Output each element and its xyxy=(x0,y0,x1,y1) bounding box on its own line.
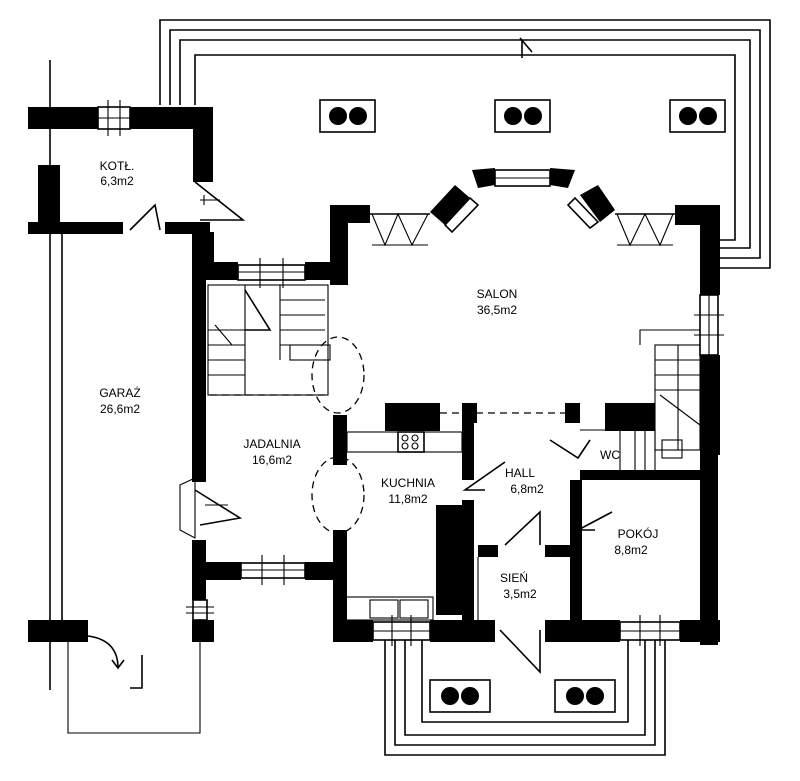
room-area-jadalnia: 16,6m2 xyxy=(252,453,292,467)
room-name-garaz: GARAŻ xyxy=(99,386,140,400)
porch-outline xyxy=(384,640,666,756)
room-area-kotl: 6,3m2 xyxy=(100,174,134,188)
stairs-right xyxy=(580,329,701,470)
room-area-hall: 6,8m2 xyxy=(510,482,544,496)
room-area-salon: 36,5m2 xyxy=(477,303,517,317)
room-name-kuchnia: KUCHNIA xyxy=(381,476,435,490)
terrace-outline xyxy=(159,19,771,269)
room-labels: KOTŁ. 6,3m2 GARAŻ 26,6m2 SALON 36,5m2 JA… xyxy=(99,159,658,601)
room-name-jadalnia: JADALNIA xyxy=(243,437,300,451)
stairs-left xyxy=(207,284,331,396)
room-area-sien: 3,5m2 xyxy=(503,587,537,601)
room-name-kotl: KOTŁ. xyxy=(100,159,135,173)
room-area-garaz: 26,6m2 xyxy=(100,402,140,416)
terrace-lamps xyxy=(319,99,726,713)
room-name-hall: HALL xyxy=(505,466,535,480)
room-name-wc: WC xyxy=(600,448,620,462)
room-area-pokoj: 8,8m2 xyxy=(614,543,648,557)
terrace-doors xyxy=(370,212,675,247)
partitions xyxy=(344,557,479,630)
room-name-salon: SALON xyxy=(477,287,518,301)
room-area-kuchnia: 11,8m2 xyxy=(388,492,427,506)
doors xyxy=(129,181,613,674)
garage-door xyxy=(67,632,201,734)
room-name-pokoj: POKÓJ xyxy=(618,526,659,541)
kitchen-stove xyxy=(346,431,463,453)
walls xyxy=(28,60,720,690)
room-name-sien: SIEŃ xyxy=(500,570,528,585)
windows xyxy=(97,100,724,646)
